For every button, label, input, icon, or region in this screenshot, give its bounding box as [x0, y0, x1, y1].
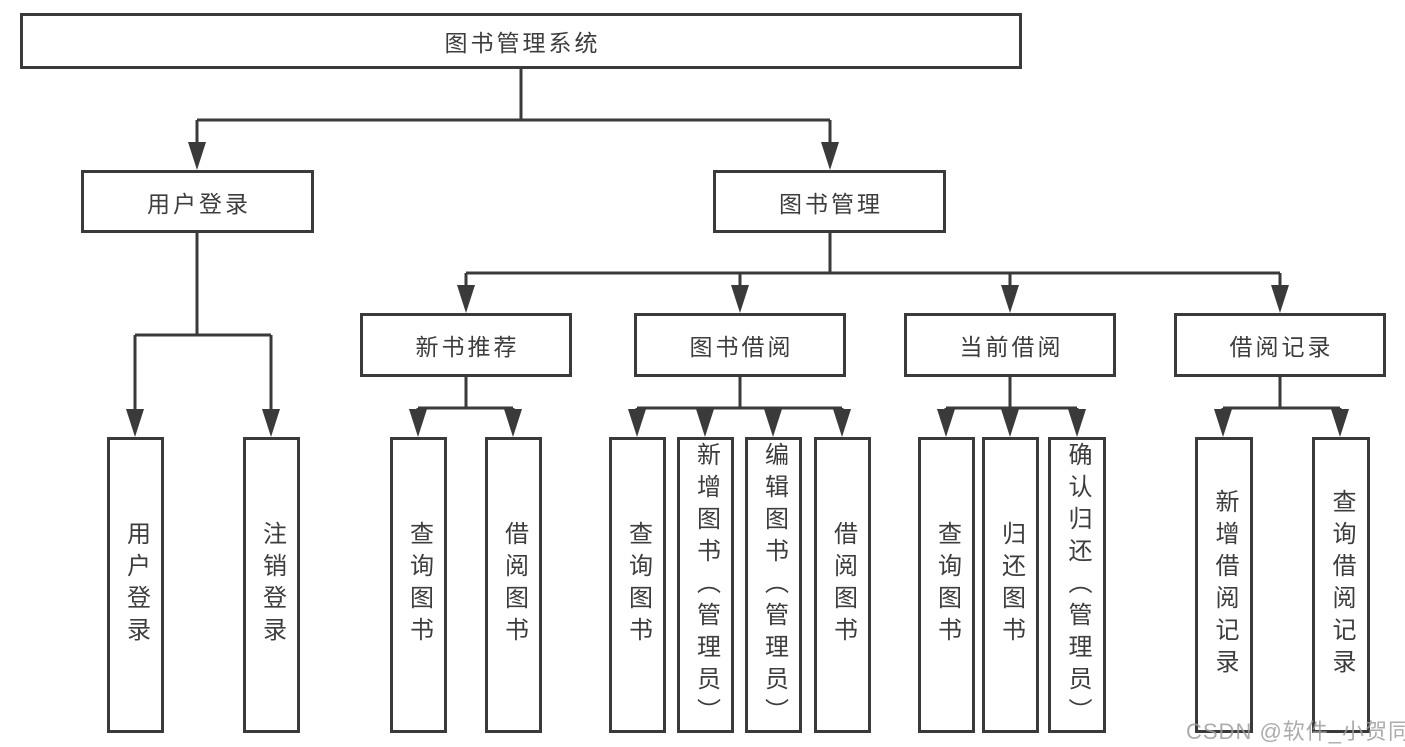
- node-root-label: 图书管理系统: [444, 30, 601, 56]
- node-root: 图书管理系统: [20, 13, 1022, 69]
- leaf-borrow-book: 借阅图书: [814, 437, 871, 733]
- branch-book-mgmt: [464, 233, 1282, 295]
- arrowheads-root: [188, 142, 839, 170]
- watermark: CSDN @软件_小贺同学: [1186, 719, 1405, 744]
- leaf-borrow-edit: 编辑图书（管理员）: [745, 437, 802, 733]
- leaf-current-return-label: 归还图书: [997, 521, 1025, 649]
- node-borrow-records-label: 借阅记录: [1229, 334, 1334, 360]
- leaf-user-login-label: 用户登录: [122, 521, 150, 649]
- leaf-newbooks-borrow-label: 借阅图书: [500, 521, 528, 649]
- leaf-borrow-add-label: 新增图书（管理员）: [692, 442, 720, 730]
- branch-book-borrow: [635, 377, 844, 419]
- leaf-current-confirm: 确认归还（管理员）: [1048, 437, 1106, 733]
- leaf-current-query-label: 查询图书: [933, 521, 961, 649]
- leaf-records-query: 查询借阅记录: [1312, 437, 1370, 733]
- leaf-borrow-edit-label: 编辑图书（管理员）: [760, 442, 788, 730]
- arrowheads-borrow-records: [1214, 409, 1349, 437]
- branch-current-borrow: [944, 377, 1079, 419]
- arrowheads-new-books: [409, 409, 522, 437]
- leaf-logout-label: 注销登录: [258, 521, 286, 649]
- leaf-current-return: 归还图书: [982, 437, 1039, 733]
- node-book-borrow: 图书借阅: [634, 313, 846, 377]
- node-new-books-label: 新书推荐: [415, 334, 520, 360]
- node-new-books: 新书推荐: [360, 313, 572, 377]
- leaf-borrow-query-label: 查询图书: [624, 521, 652, 649]
- node-book-borrow-label: 图书借阅: [689, 334, 794, 360]
- leaf-logout: 注销登录: [243, 437, 300, 733]
- branch-user-login: [133, 233, 273, 419]
- branch-borrow-records: [1221, 377, 1342, 419]
- leaf-records-query-label: 查询借阅记录: [1328, 489, 1355, 681]
- node-current-borrow: 当前借阅: [904, 313, 1116, 377]
- arrowheads-book-mgmt: [457, 285, 1289, 313]
- leaf-current-query: 查询图书: [918, 437, 975, 733]
- leaf-newbooks-query: 查询图书: [390, 437, 447, 733]
- leaf-newbooks-borrow: 借阅图书: [485, 437, 542, 733]
- leaf-borrow-book-label: 借阅图书: [829, 521, 857, 649]
- node-user-login-label: 用户登录: [147, 190, 251, 217]
- node-book-mgmt: 图书管理: [713, 170, 946, 233]
- node-book-mgmt-label: 图书管理: [779, 190, 883, 217]
- node-current-borrow-label: 当前借阅: [959, 334, 1064, 360]
- leaf-records-add-label: 新增借阅记录: [1211, 489, 1238, 681]
- leaf-borrow-query: 查询图书: [609, 437, 666, 733]
- branch-new-books: [416, 377, 515, 419]
- node-borrow-records: 借阅记录: [1174, 313, 1386, 377]
- leaf-user-login: 用户登录: [107, 437, 164, 733]
- arrowheads-book-borrow: [628, 409, 851, 437]
- node-user-login: 用户登录: [81, 170, 314, 233]
- arrowheads-user-login: [126, 409, 280, 437]
- leaf-records-add: 新增借阅记录: [1195, 437, 1253, 733]
- leaf-borrow-add: 新增图书（管理员）: [677, 437, 734, 733]
- leaf-newbooks-query-label: 查询图书: [405, 521, 433, 649]
- arrowheads-current-borrow: [937, 409, 1086, 437]
- branch-root: [195, 69, 832, 152]
- leaf-current-confirm-label: 确认归还（管理员）: [1064, 442, 1091, 730]
